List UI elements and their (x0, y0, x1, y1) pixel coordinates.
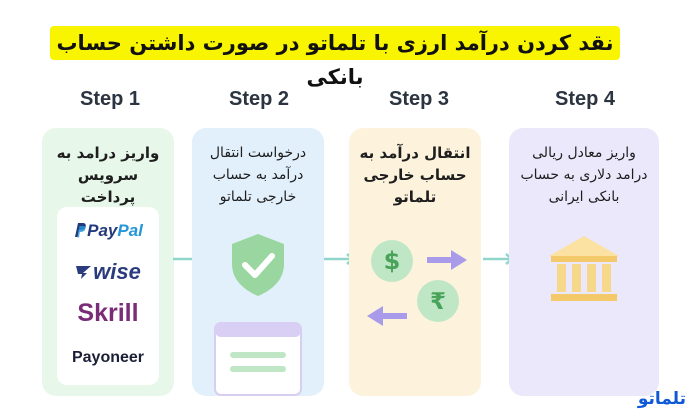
step-4-card: واریز معادل ریالی درامد دلاری به حساب با… (509, 128, 659, 396)
wise-logo: wise (57, 259, 159, 285)
step-3-card: انتقال درآمد به حساب خارجی تلماتو $ ₹ (349, 128, 481, 396)
step-4-text: واریز معادل ریالی درامد دلاری به حساب با… (517, 142, 651, 208)
step-3-line-1: انتقال درآمد به (359, 144, 471, 162)
paypal-icon (75, 223, 86, 238)
step-3-line-3: تلماتو (393, 188, 437, 206)
step-3-text: انتقال درآمد به حساب خارجی تلماتو (357, 142, 473, 208)
shield-check-icon (232, 234, 284, 296)
step-1-label: Step 1 (79, 88, 141, 110)
step-3-label: Step 3 (388, 88, 450, 110)
title-highlight (50, 26, 620, 60)
arrow-left-icon (367, 306, 407, 326)
svg-text:$: $ (384, 247, 401, 275)
wise-flag-icon (76, 266, 92, 279)
step-2-line-1: درخواست انتقال (209, 145, 307, 161)
skrill-logo: Skrill (77, 299, 139, 327)
step-4-line-1: واریز معادل ریالی (532, 145, 636, 161)
paypal-logo: PayPal (57, 221, 159, 241)
step-1-line-1: واریز درامد به (56, 144, 160, 162)
rupee-coin-icon: ₹ (417, 280, 459, 322)
step-3-line-2: حساب خارجی (363, 166, 467, 184)
page-title: نقد کردن درآمد ارزی با تلماتو در صورت دا… (56, 31, 614, 89)
arrow-right-icon (427, 250, 467, 270)
step-2-card: درخواست انتقال درآمد به حساب خارجی تلمات… (192, 128, 324, 396)
payment-services-list: PayPal wise Skrill Payoneer (57, 207, 159, 385)
step-2-line-2: درآمد به حساب (212, 167, 304, 183)
payoneer-logo: Payoneer (71, 349, 145, 366)
paypal-pal-text: Pal (117, 221, 143, 240)
bank-icon (549, 236, 619, 301)
paypal-pay-text: Pay (87, 221, 118, 240)
dollar-coin-icon: $ (371, 240, 413, 282)
step-4-label: Step 4 (554, 88, 616, 110)
step-4-line-3: بانکی ایرانی (548, 189, 620, 205)
step-2-line-3: خارجی تلماتو (219, 189, 297, 205)
wise-text: wise (93, 259, 141, 284)
step-2-text: درخواست انتقال درآمد به حساب خارجی تلمات… (200, 142, 316, 208)
brand-logo[interactable]: تلماتو (637, 389, 686, 409)
step-1-text: واریز درامد به سرویس پرداخت (50, 142, 166, 208)
step-2-label: Step 2 (228, 88, 290, 110)
form-icon (214, 322, 302, 396)
step-1-line-2: سرویس پرداخت (77, 166, 139, 206)
svg-text:₹: ₹ (430, 289, 446, 315)
step-4-line-2: درامد دلاری به حساب (520, 167, 648, 183)
